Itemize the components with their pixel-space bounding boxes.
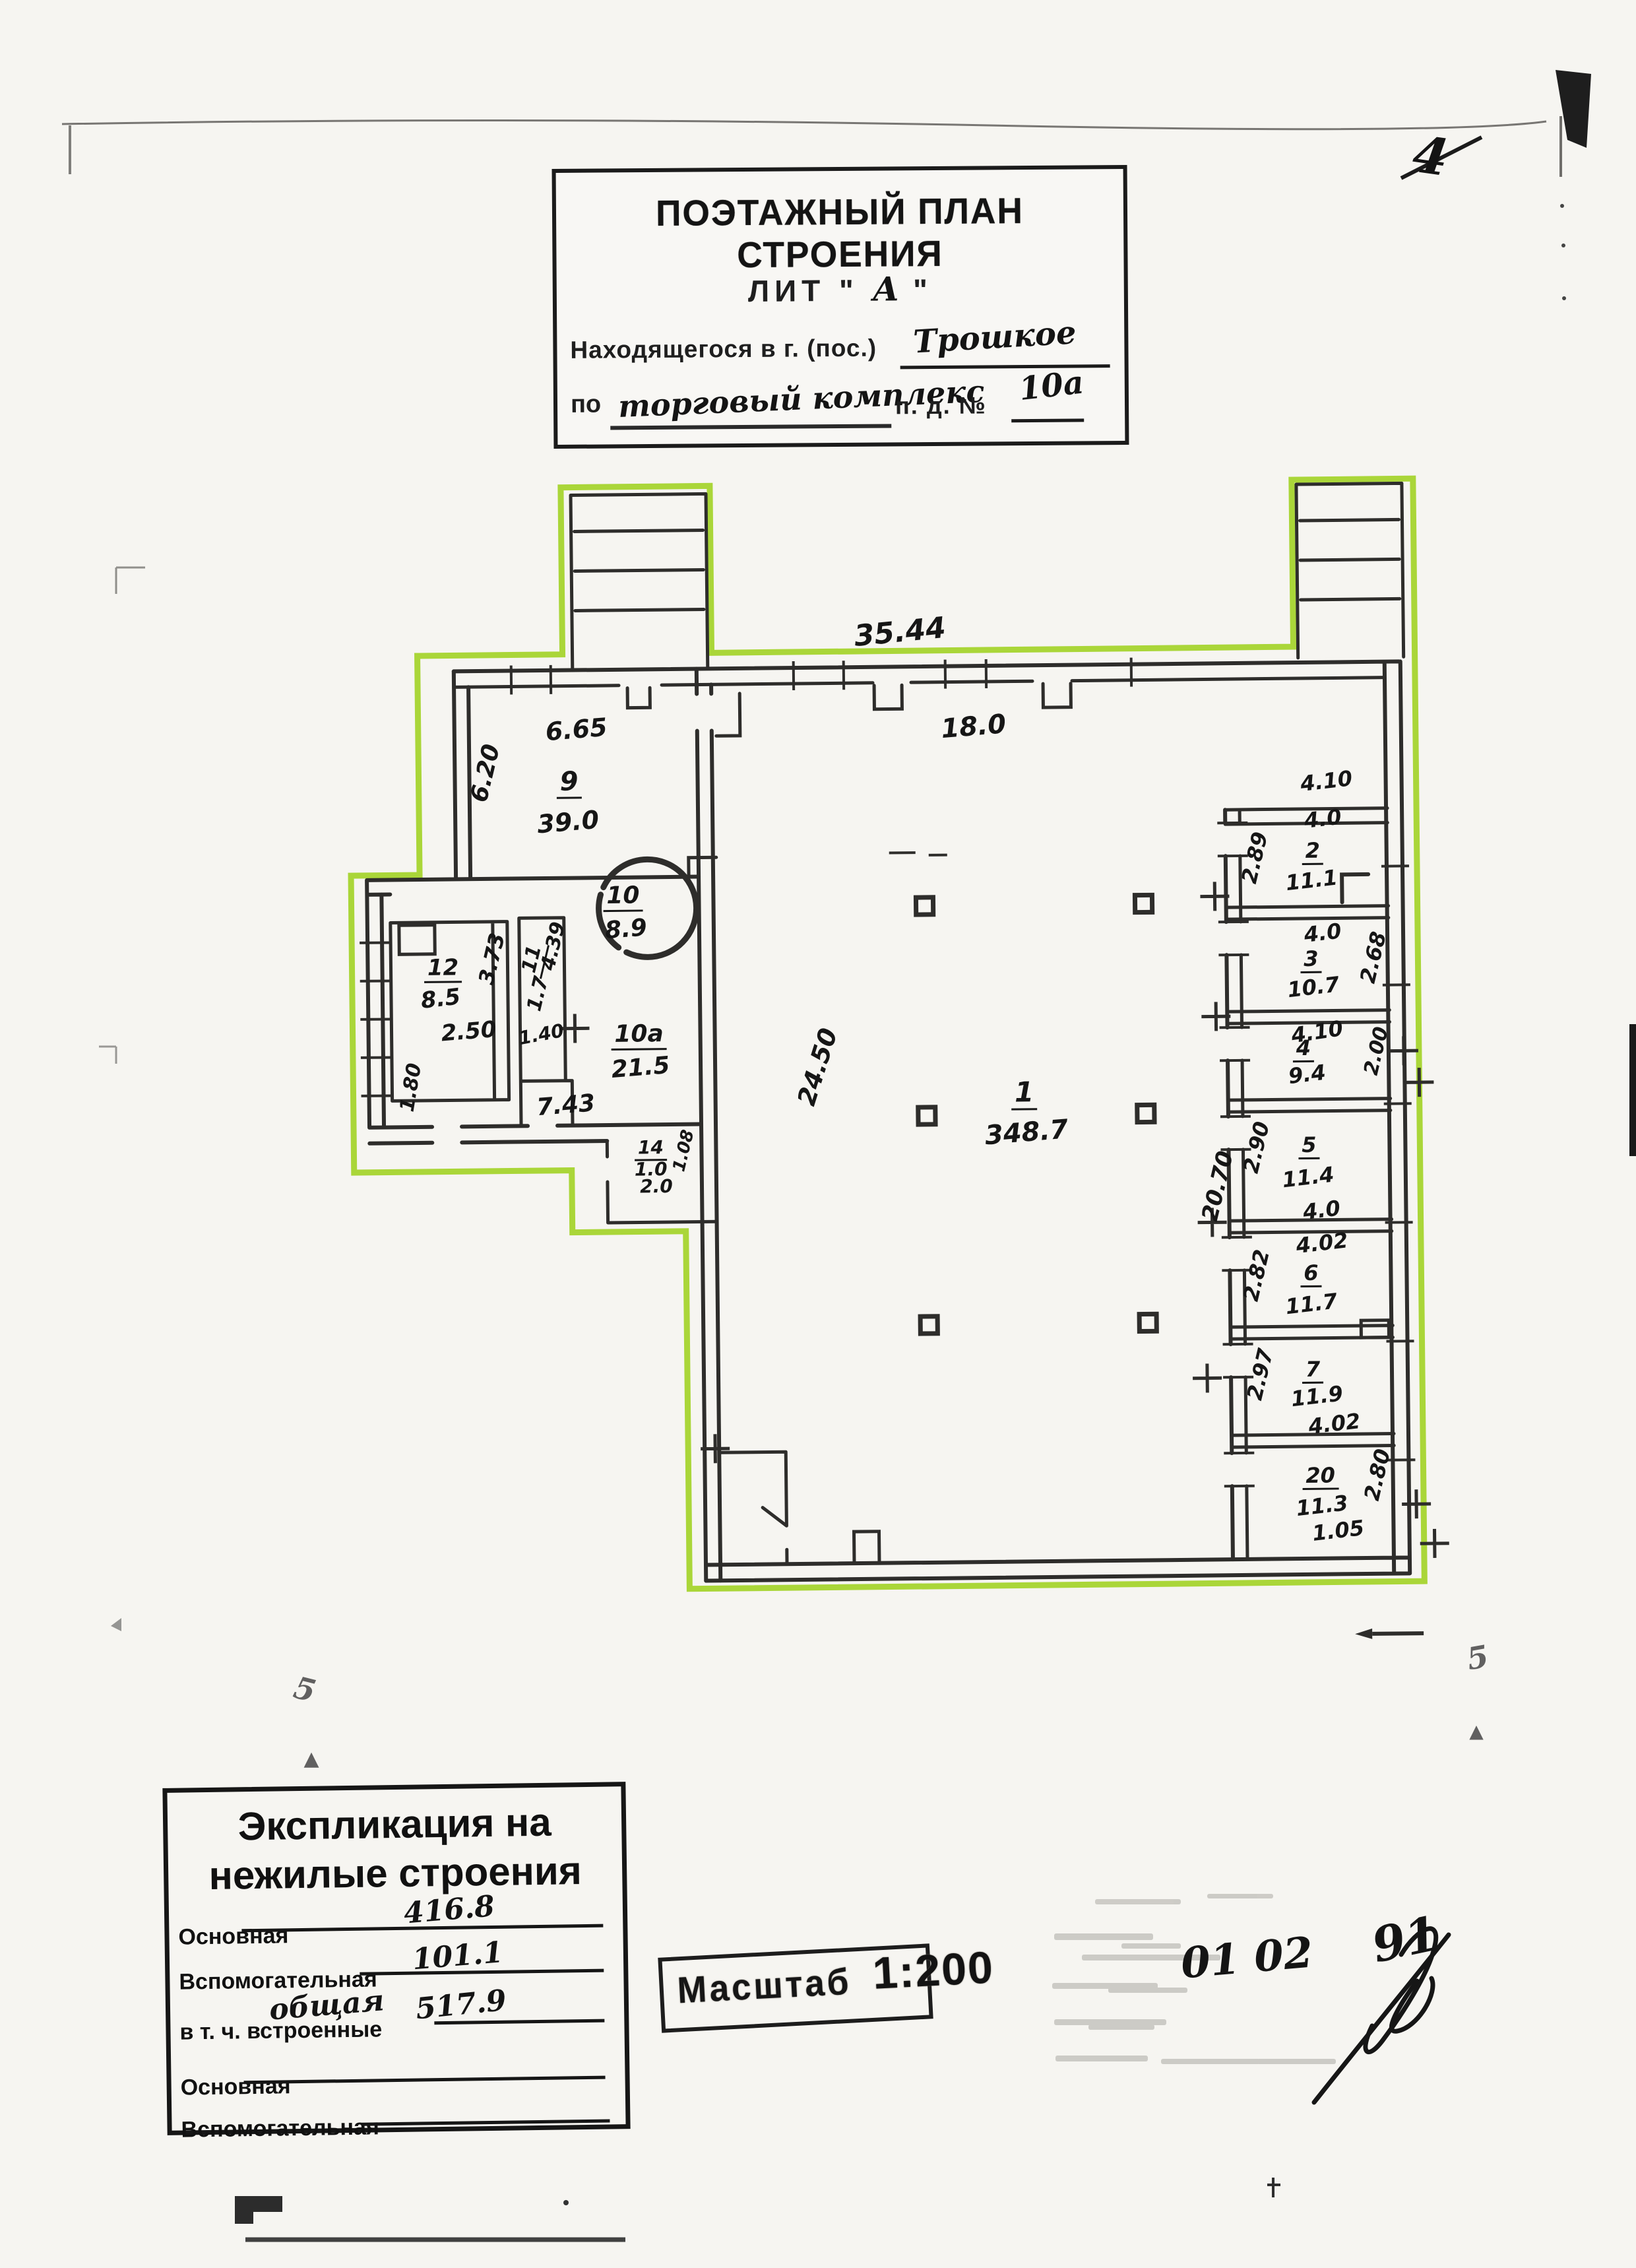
row-label: Вспомогательная [181, 2114, 380, 2143]
signature [1311, 1926, 1451, 2105]
header-stamp: ПОЭТАЖНЫЙ ПЛАН СТРОЕНИЯ ЛИТ " А " Находя… [551, 164, 1129, 449]
handwritten-year: 91 [1367, 1904, 1443, 1974]
perimeter-highlight [348, 475, 1428, 1592]
located-value-handwritten: Трошкое [912, 314, 1077, 361]
handwritten-date: 01 02 [1179, 1928, 1315, 1989]
lit-value-handwritten: А [872, 269, 900, 309]
explication-stamp: Экспликация на нежилые строения Основная… [162, 1782, 631, 2143]
row-value-handwritten: 416.8 [402, 1889, 496, 1931]
plan-title: ПОЭТАЖНЫЙ ПЛАН СТРОЕНИЯ [655, 190, 1024, 276]
row-value-handwritten: 517.9 [414, 1983, 508, 2026]
explication-title-1: Экспликация на [237, 1799, 552, 1849]
underline [1011, 418, 1085, 423]
corner-blot [1556, 70, 1591, 148]
date-stamp: 01 02 91 [1042, 1887, 1443, 2112]
row-label: Основная [180, 2073, 291, 2100]
survey-marks [360, 657, 1449, 1639]
lit-label: ЛИТ " [747, 273, 860, 308]
lit-line: ЛИТ " А " [748, 269, 933, 309]
row-label: в т. ч. встроенные [179, 2017, 383, 2045]
underline [610, 424, 892, 430]
page-number-strike [1400, 135, 1483, 180]
walls [365, 481, 1412, 1583]
po-label: по [570, 390, 602, 418]
house-label: п. д. № [895, 391, 987, 420]
underline [243, 2075, 606, 2085]
fold-line [61, 119, 1547, 131]
scale-ratio: 1:200 [871, 1942, 995, 1999]
edge-blot [1629, 1024, 1636, 1156]
located-label: Находящегося в г. (пос.) [570, 334, 877, 364]
faded-stamp [1052, 1894, 1451, 2105]
scale-word: Масштаб [676, 1960, 852, 2011]
scan-artifacts [61, 70, 1636, 2242]
house-value-handwritten: 10а [1017, 364, 1086, 408]
scale-stamp: Масштаб 1:200 [658, 1942, 995, 2033]
lit-suffix: " [912, 273, 933, 308]
row-label: Основная [178, 1923, 289, 1950]
explication-title-2: нежилые строения [208, 1848, 582, 1898]
underline [362, 2119, 610, 2126]
